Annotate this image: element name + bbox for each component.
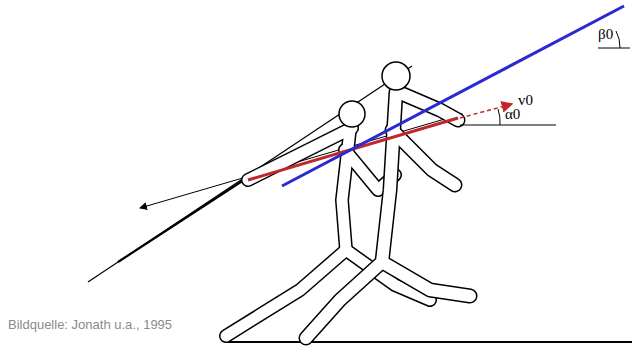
horizontal-ref-alpha [460, 125, 556, 126]
ground-line [225, 341, 632, 343]
angle-label: α0 [505, 106, 520, 123]
javelin-grip [118, 176, 250, 262]
javelin-back [88, 66, 412, 282]
javelin-release [282, 6, 624, 186]
angle-arc-alpha [498, 109, 500, 125]
velocity-label: v0 [518, 92, 533, 109]
angle-arc-beta [616, 31, 620, 48]
acceleration-path [140, 114, 462, 208]
velocity-vector [460, 104, 512, 118]
horizontal-ref-beta [598, 48, 630, 49]
source-note: Bildquelle: Jonath u.a., 1995 [8, 318, 172, 332]
athlete-front [306, 62, 470, 338]
angle-label: β0 [598, 26, 613, 43]
